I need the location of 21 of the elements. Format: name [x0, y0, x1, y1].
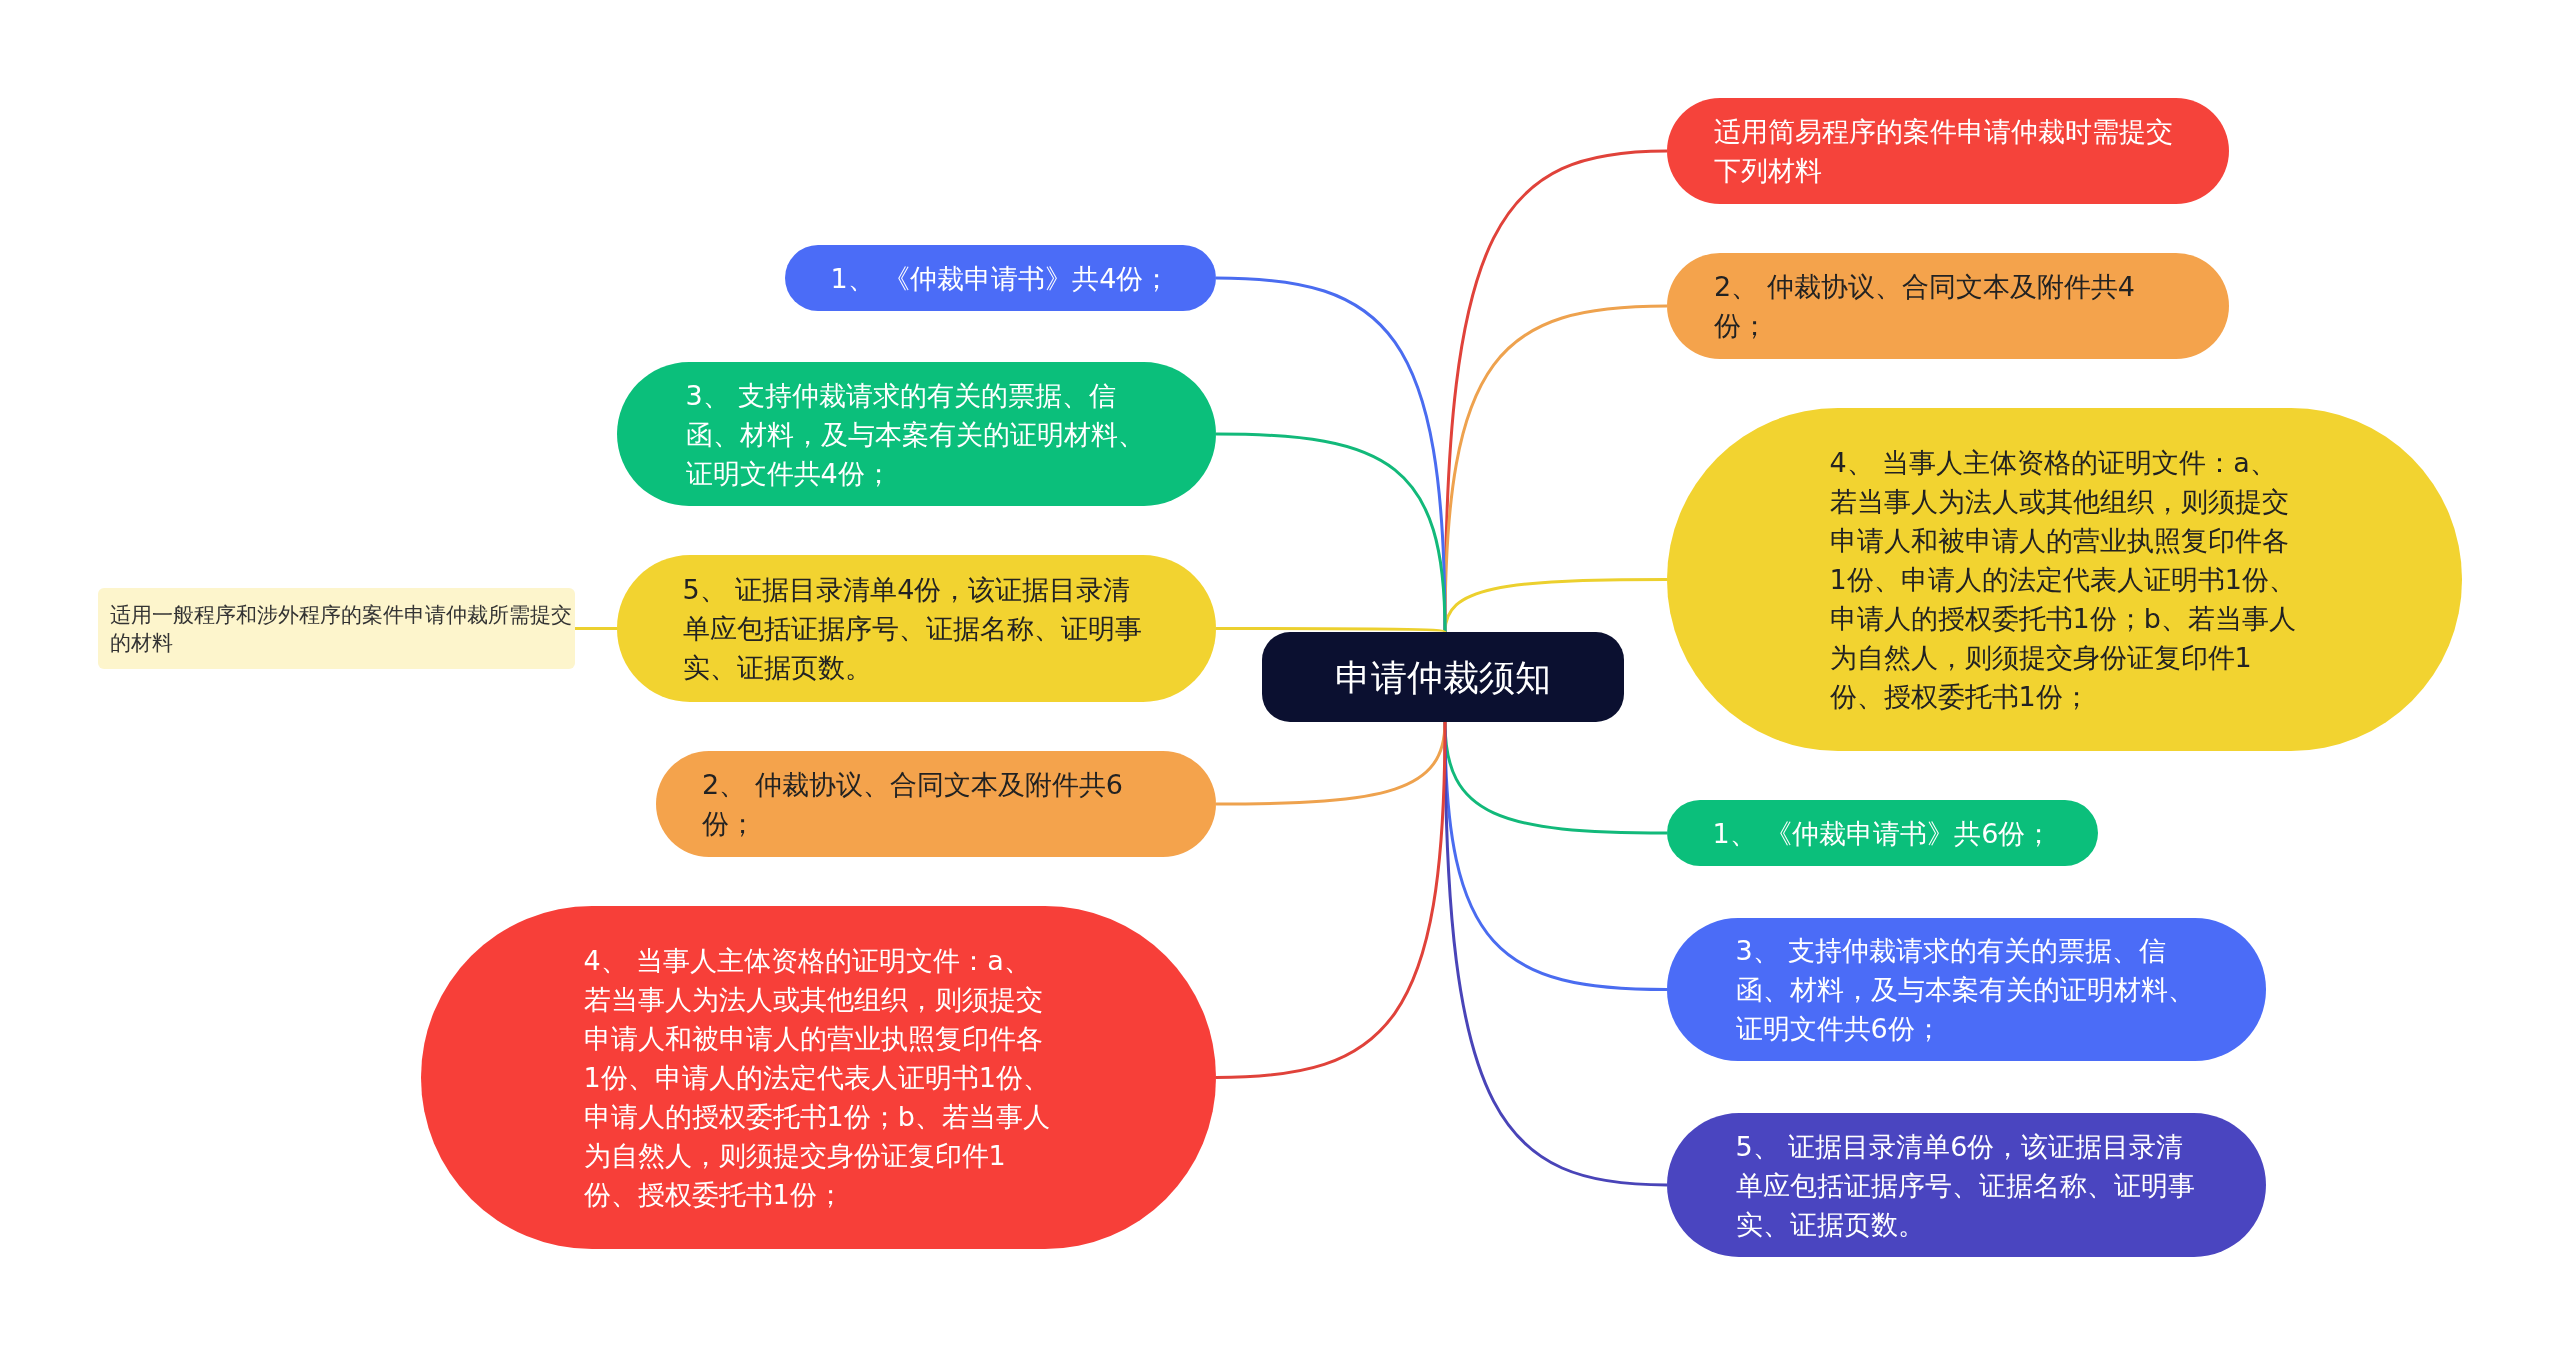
topic-title: 申请仲裁须知	[1335, 657, 1551, 697]
note-box	[98, 588, 575, 669]
topic-text: 5、 证据目录清单4份，该证据目录清单应包括证据序号、证据名称、证明事实、证据页数。	[682, 573, 1143, 685]
topic-text: 4、 当事人主体资格的证明文件：a、若当事人为法人或其他组织，则须提交申请人和被申请人的营业执照复印件各1份、申请人的法定代表人证明书1份、申请人的授权委托书1份；b、若当事人为自然人，则须提交身份证复印件1份、授权委托书1份；	[583, 944, 1051, 1212]
topic-text: 适用简易程序的案件申请仲裁时需提交下列材料	[1714, 115, 2174, 188]
topic-text: 适用一般程序和涉外程序的案件申请仲裁所需提交的材料	[110, 601, 572, 657]
topic-text: 4、 当事人主体资格的证明文件：a、若当事人为法人或其他组织，则须提交申请人和被申请人的营业执照复印件各1份、申请人的法定代表人证明书1份、申请人的授权委托书1份；b、若当事人为自然人，则须提交身份证复印件1份、授权委托书1份；	[1829, 446, 2297, 714]
connector-line	[1215, 432, 1447, 633]
topic-text: 3、 支持仲裁请求的有关的票据、信函、材料，及与本案有关的证明材料、证明文件共4份；	[685, 378, 1146, 491]
connector-line	[1443, 578, 1667, 633]
connector-line	[1443, 722, 1668, 1187]
topic-text: 2、 仲裁协议、合同文本及附件共4份；	[1714, 270, 2136, 343]
connector-line	[1216, 627, 1446, 634]
connector-line	[575, 627, 617, 630]
topic-text: 2、 仲裁协议、合同文本及附件共6份；	[702, 768, 1124, 841]
topic-text: 1、 《仲裁申请书》共4份；	[830, 261, 1171, 296]
central-topic-box	[1262, 632, 1624, 722]
topic-text: 1、 《仲裁申请书》共6份；	[1712, 816, 2053, 851]
topic-text: 5、 证据目录清单6份，该证据目录清单应包括证据序号、证据名称、证明事实、证据页数。	[1735, 1129, 2196, 1242]
connector-line	[1215, 721, 1447, 1079]
topic-text: 3、 支持仲裁请求的有关的票据、信函、材料，及与本案有关的证明材料、证明文件共6份；	[1735, 934, 2196, 1046]
